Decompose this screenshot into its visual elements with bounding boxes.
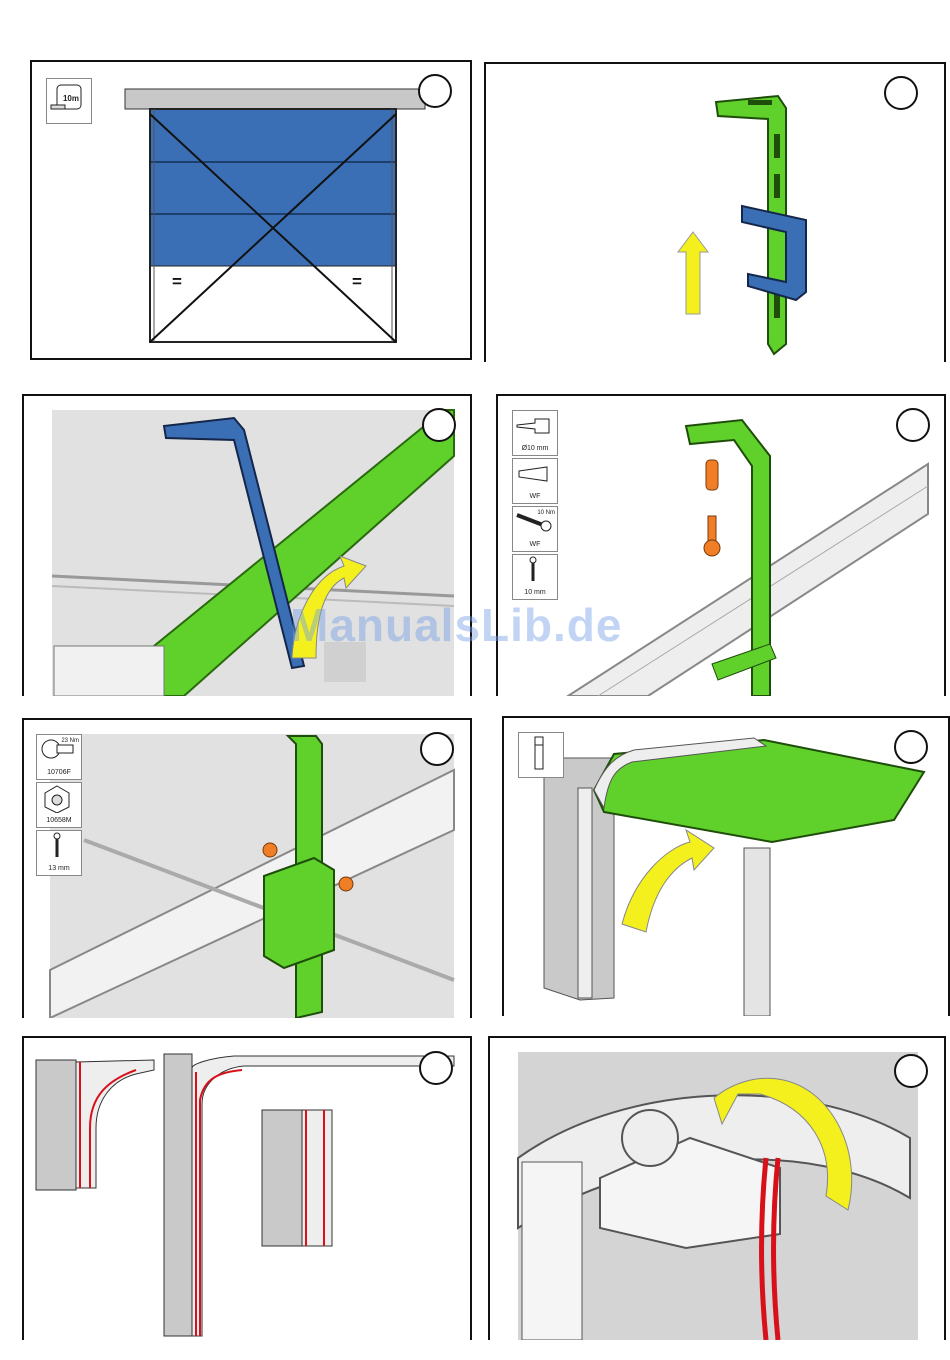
plug-type-label: WF [530,493,541,503]
equal-distance-right: = [352,272,362,292]
wrench-icon: 10 mm [512,554,558,600]
drill-icon: Ø10 mm [512,410,558,456]
step-indicator-circle [884,76,918,110]
watermark: ManualsLib.de [290,598,622,652]
step-indicator-circle [422,408,456,442]
step-indicator-circle [418,74,452,108]
spirit-level-icon [518,732,564,778]
step-indicator-circle [420,732,454,766]
panel-8-illustration [490,1038,944,1340]
wrench-size-label: 13 mm [48,865,69,875]
bolt-code-label: 10706F [47,769,71,779]
screw-type-label: WF [530,541,541,551]
step-panel-6 [502,716,950,1016]
screw-icon: 10 Nm WF [512,506,558,552]
step-panel-7 [22,1036,472,1340]
equal-distance-left: = [172,272,182,292]
tool-list: 23 Nm 10706F 10658M 13 mm [36,734,84,876]
step-indicator-circle [896,408,930,442]
tape-length-label: 10m [63,95,79,105]
step-panel-5: 23 Nm 10706F 10658M 13 mm [22,718,472,1018]
measuring-tape-icon: 10m [46,78,92,124]
step-panel-1: 10m = = [30,60,472,360]
step-panel-2 [484,62,946,362]
bolt-icon: 23 Nm 10706F [36,734,82,780]
wrench-icon: 13 mm [36,830,82,876]
nut-code-label: 10658M [46,817,71,827]
step-indicator-circle [894,1054,928,1088]
panel-1-illustration [32,62,470,358]
panel-7-illustration [24,1038,470,1340]
wall-plug-icon: WF [512,458,558,504]
step-indicator-circle [894,730,928,764]
tool-list: Ø10 mm WF 10 Nm WF 10 mm [512,410,560,600]
panel-2-illustration [486,64,944,362]
step-panel-8 [488,1036,946,1340]
panel-5-illustration [24,720,470,1018]
nut-icon: 10658M [36,782,82,828]
panel-6-illustration [504,718,948,1016]
drill-size-label: Ø10 mm [522,445,549,455]
